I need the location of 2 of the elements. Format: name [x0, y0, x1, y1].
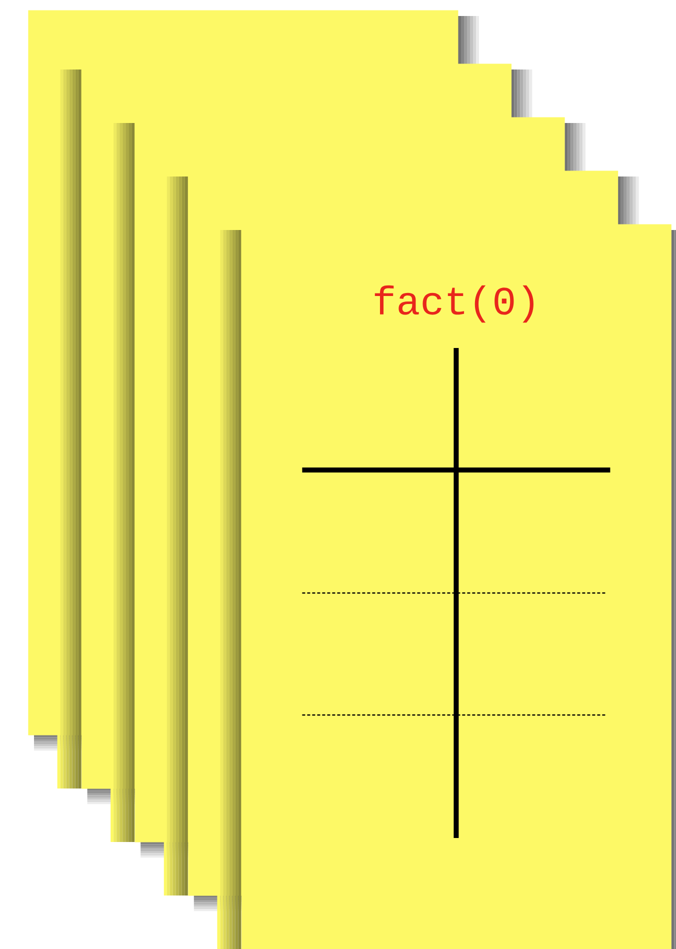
index-card [217, 224, 676, 949]
card-title: fact(0) [374, 285, 534, 323]
